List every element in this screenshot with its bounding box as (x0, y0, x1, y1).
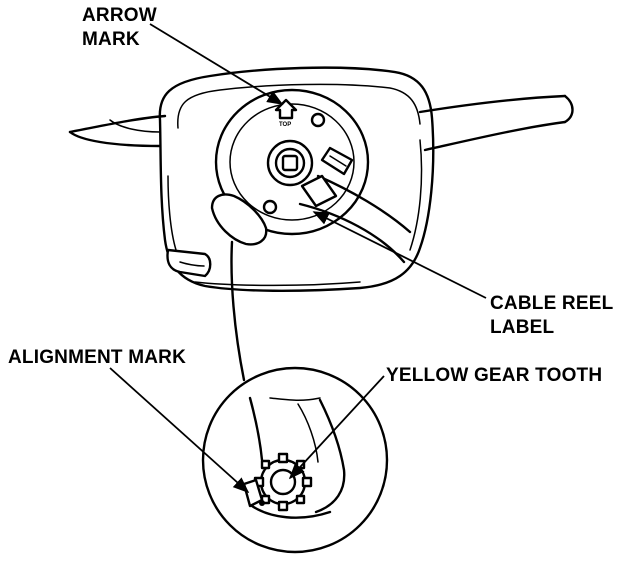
leader-alignment-mark (109, 367, 250, 494)
arrow-mark: TOP (274, 98, 298, 128)
side-switch (166, 248, 212, 278)
cable-reel-label-text: CABLE REEL LABEL (490, 292, 613, 340)
cable-reel-label-line2: LABEL (490, 317, 555, 338)
detail-leader-wire (230, 240, 246, 382)
arrow-stamp-text: TOP (279, 122, 291, 128)
wheel-spoke-left (68, 114, 167, 148)
leader-arrow-mark (149, 23, 284, 105)
alignment-mark-label: ALIGNMENT MARK (8, 347, 187, 368)
arrow-mark-label-line1: ARROW (82, 5, 157, 26)
gear-teeth (253, 452, 313, 512)
hub-cutout (210, 193, 268, 246)
leader-yellow-gear-tooth (288, 375, 385, 480)
cable-reel-label-line1: CABLE REEL (490, 293, 614, 314)
wheel-spoke-right (418, 94, 574, 152)
reel-connector (320, 146, 354, 176)
detail-view (201, 366, 389, 554)
arrow-mark-label: ARROW MARK (82, 4, 157, 52)
arrow-mark-label-line2: MARK (82, 29, 140, 50)
leader-cable-reel-label (312, 211, 487, 299)
yellow-gear-tooth-label: YELLOW GEAR TOOTH (386, 365, 603, 386)
